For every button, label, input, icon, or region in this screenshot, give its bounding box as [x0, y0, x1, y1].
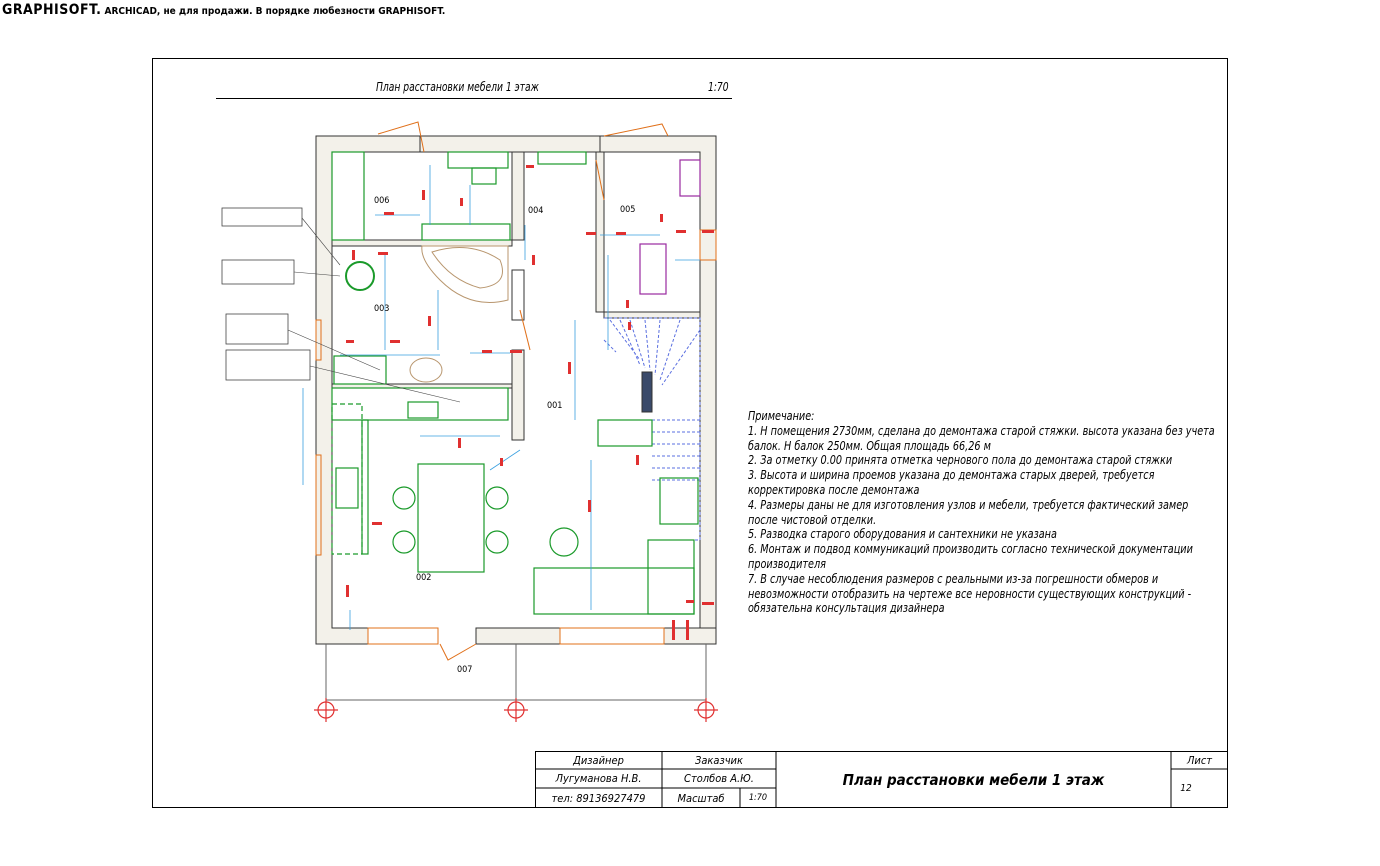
dimension-lines: [302, 165, 700, 630]
title-block: Дизайнер Лугуманова Н.В. тел: 8913692747…: [535, 751, 1228, 808]
scale-value: 1:70: [748, 793, 768, 803]
note-item-7: 7. В случае несоблюдения размеров с реал…: [748, 570, 1192, 616]
room-label-007: 007: [457, 665, 473, 675]
bathtub: [409, 245, 509, 383]
note-item-2: 2. За отметку 0.00 принята отметка черно…: [748, 452, 1173, 468]
note-item-3: 3. Высота и ширина проемов указана до де…: [748, 467, 1155, 497]
outer-walls: [315, 135, 717, 645]
room-label-001: 001: [547, 401, 563, 411]
note-item-1: 1. H помещения 2730мм, сделана до демонт…: [748, 422, 1215, 453]
watermark-brand: GRAPHISOFT.: [2, 2, 102, 18]
plan-scale: 1:70: [708, 80, 729, 94]
grid-axes: [325, 644, 707, 701]
dimension-marks: [346, 165, 714, 640]
callout-leaders: [287, 217, 461, 403]
note-item-4: 4. Размеры даны не для изготовления узло…: [748, 496, 1189, 527]
note-item-5: 5. Разводка старого оборудования и санте…: [748, 526, 1057, 542]
designer-phone: тел: 89136927479: [551, 791, 646, 805]
room-label-004: 004: [528, 206, 544, 216]
designer-label: Дизайнер: [573, 753, 624, 767]
stamp-title: План расстановки мебели 1 этаж: [842, 770, 1105, 789]
sheet-number: 12: [1180, 783, 1192, 794]
furniture: [331, 151, 699, 615]
title-block-grid: [535, 751, 1228, 808]
customer-name: Столбов А.Ю.: [684, 772, 754, 785]
notes-heading: Примечание:: [748, 408, 815, 423]
room-label-003: 003: [374, 304, 390, 314]
note-item-6: 6. Монтаж и подвод коммуникаций производ…: [748, 541, 1193, 571]
title-underline: [216, 98, 732, 99]
designer-name: Лугуманова Н.В.: [555, 772, 642, 785]
callout-boxes: [221, 207, 311, 381]
room-label-002: 002: [416, 573, 432, 583]
appliances: [639, 159, 701, 295]
watermark-text: ARCHICAD, не для продажи. В порядке любе…: [104, 6, 446, 17]
notes-block: Примечание: 1. H помещения 2730мм, сдела…: [748, 408, 1221, 616]
sheet-label: Лист: [1186, 753, 1213, 767]
openings: [315, 121, 717, 661]
watermark: GRAPHISOFT. ARCHICAD, не для продажи. В …: [2, 2, 445, 18]
scale-label: Масштаб: [677, 791, 725, 805]
room-label-005: 005: [620, 205, 636, 215]
room-label-006: 006: [374, 196, 390, 206]
customer-label: Заказчик: [695, 753, 743, 767]
grid-markers: [314, 698, 718, 722]
plan-title: План расстановки мебели 1 этаж: [376, 80, 539, 94]
